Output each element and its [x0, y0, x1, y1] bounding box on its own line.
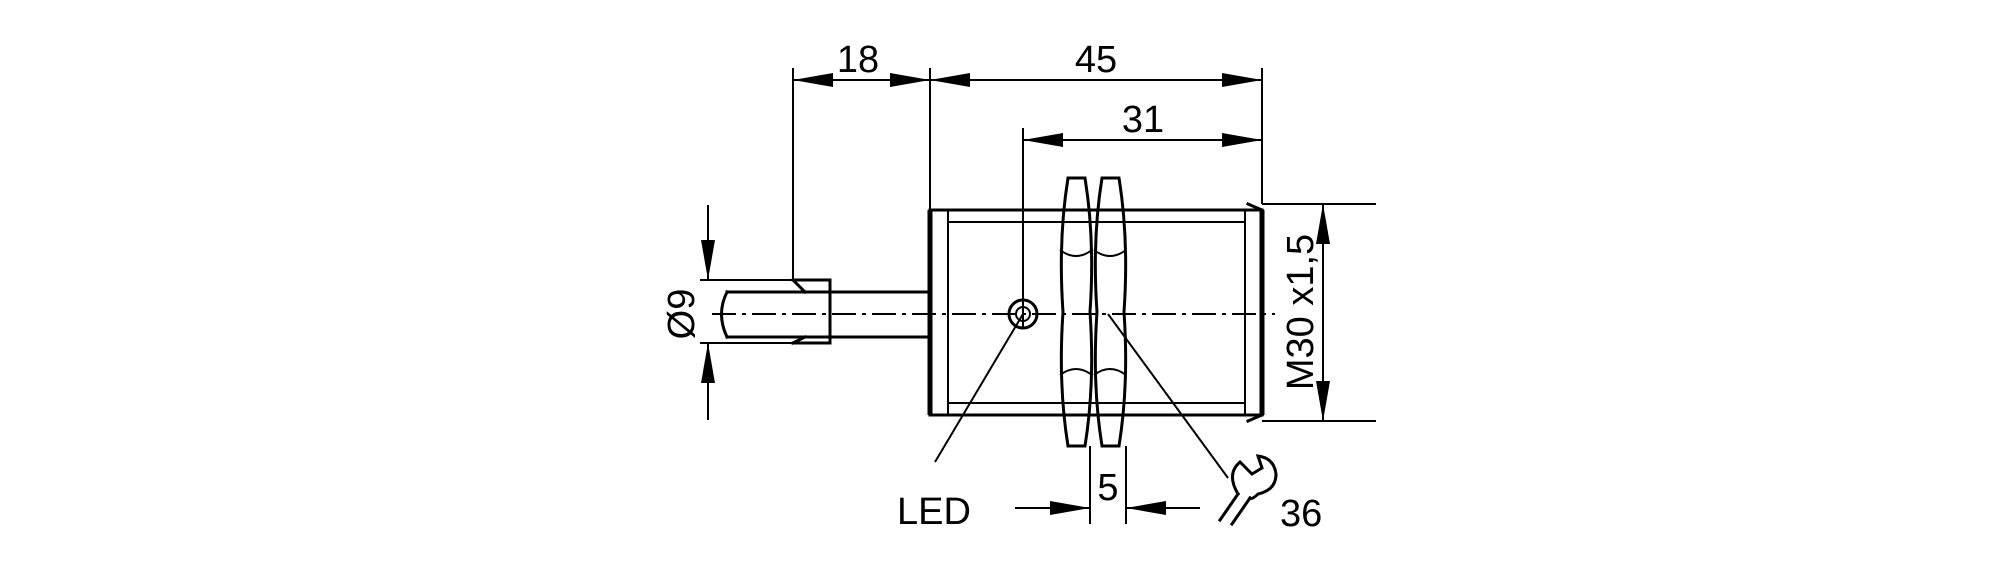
led-callout: LED: [897, 313, 1024, 533]
dim-thread-label: M30 x1,5: [1280, 234, 1322, 390]
led-label: LED: [897, 491, 971, 533]
wrench-icon: [1217, 454, 1278, 527]
dim-45-label: 45: [1075, 39, 1117, 81]
wrench-callout: 36: [1107, 313, 1322, 535]
cable: [720, 277, 932, 346]
dim-diameter-label: Ø9: [661, 289, 703, 340]
wrench-size-label: 36: [1280, 493, 1322, 535]
lock-nut-left: [1059, 176, 1094, 448]
dim-5-label: 5: [1097, 467, 1118, 509]
dim-18-label: 18: [837, 39, 879, 81]
dimension-18: 18: [793, 39, 930, 87]
dimension-thread: M30 x1,5: [1280, 204, 1330, 421]
dimension-diameter-9: Ø9: [661, 205, 715, 420]
dimension-5: 5: [1015, 467, 1200, 515]
dimension-31: 31: [1023, 99, 1262, 147]
lock-nut-right: [1093, 176, 1128, 448]
dimension-45: 45: [930, 39, 1262, 87]
dim-31-label: 31: [1122, 99, 1164, 141]
extension-lines: [700, 68, 1376, 524]
